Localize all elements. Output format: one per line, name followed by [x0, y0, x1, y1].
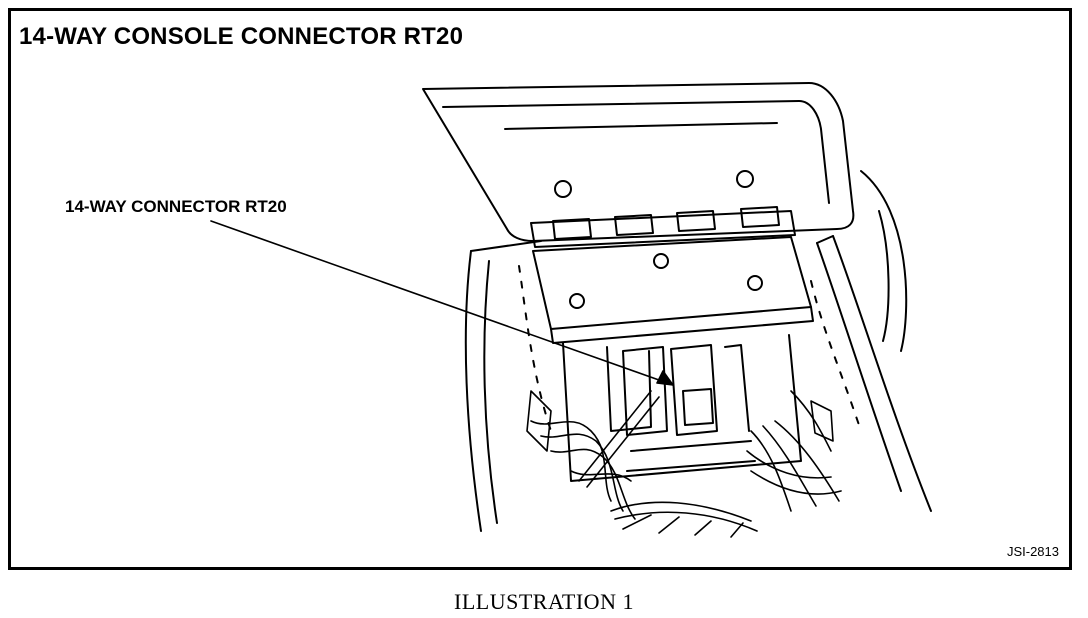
- figure-frame: 14-WAY CONSOLE CONNECTOR RT20: [8, 8, 1072, 570]
- lid-hinge: [530, 206, 796, 248]
- figure-title: 14-WAY CONSOLE CONNECTOR RT20: [19, 23, 464, 50]
- console-drawing: [210, 82, 932, 538]
- hinge-plate: [532, 236, 814, 344]
- figure-code: JSI-2813: [1006, 544, 1059, 559]
- connector-cavity: [562, 334, 802, 482]
- callout-label: 14-WAY CONNECTOR RT20: [65, 197, 287, 216]
- console-lid: [422, 82, 855, 242]
- callout-leader: [210, 220, 674, 386]
- wire-harness: [526, 390, 842, 538]
- figure-caption: ILLUSTRATION 1: [454, 589, 634, 614]
- console-body: [464, 170, 932, 532]
